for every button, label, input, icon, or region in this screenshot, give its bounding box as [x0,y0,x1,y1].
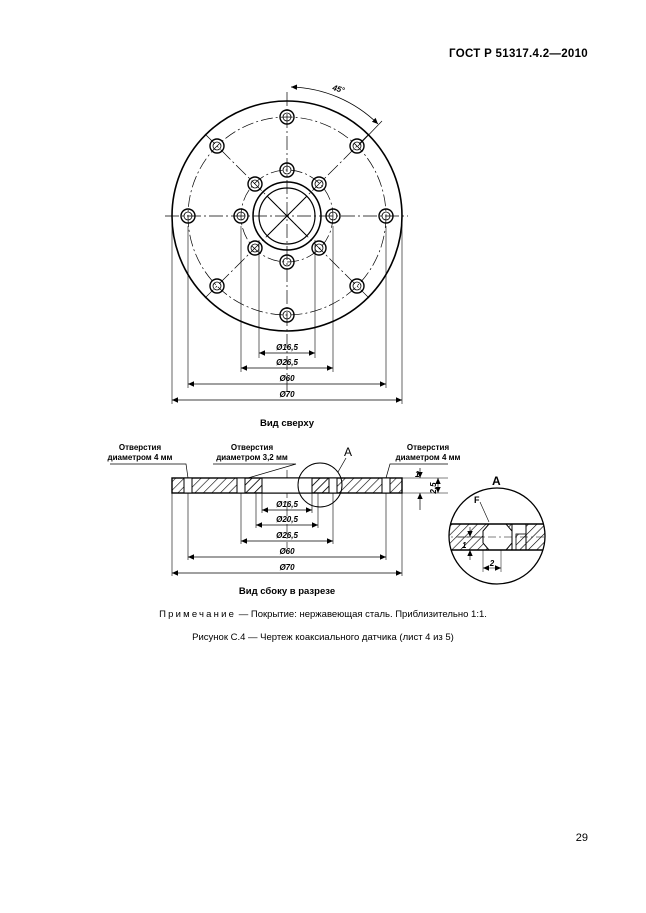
detail-label-f: F [474,495,480,505]
inner-hole-circle [240,169,334,263]
top-dim-label: Ø70 [279,390,295,399]
inner-hole [311,176,327,192]
outer-hole [279,307,295,323]
inner-hole [247,176,263,192]
note-lead: Примечание [159,609,237,620]
thickness-label: 2,5 [429,482,438,495]
callout-label: A [344,445,352,459]
hole-label: Отверстия [119,443,162,452]
section-hole [183,477,193,494]
top-dim-label: Ø60 [279,374,295,383]
center-ring-outer [252,181,322,251]
callout-circle [297,462,343,508]
section-dim-label: Ø70 [279,563,295,572]
hole-label: Отверстия [231,443,274,452]
detail-a [448,487,546,585]
section-hole [328,477,338,494]
section-hole [381,477,391,494]
outer-hole [349,138,365,154]
angle-dimension-arc [290,84,379,125]
section-gap [261,477,313,494]
section-hole [236,477,246,494]
section-dim-label: Ø20,5 [276,515,298,524]
inner-hole [325,208,341,224]
top-dim-label: Ø16,5 [276,343,298,352]
section-dim-label: Ø60 [279,547,295,556]
document-header: ГОСТ Р 51317.4.2—2010 [449,48,588,60]
figure-caption: Рисунок С.4 — Чертеж коаксиального датчи… [192,632,454,643]
hole-label: Отверстия [407,443,450,452]
outer-hole [209,278,225,294]
detail-dim-label: 2 [489,559,495,568]
section-center-ring [244,477,263,494]
hole-label: диаметром 4 мм [396,453,461,462]
thickness-label: 1 [415,470,420,479]
note-text: — Покрытие: нержавеющая сталь. Приблизит… [236,609,487,620]
section-view [110,457,448,576]
bolt-circle [187,116,387,316]
hole-label: диаметром 4 мм [108,453,173,462]
section-view-caption: Вид сбоку в разрезе [239,586,335,597]
outer-hole [349,278,365,294]
detail-dim-label: 1 [462,541,467,550]
top-view-caption: Вид сверху [260,418,315,429]
section-dim-label: Ø26,5 [276,531,298,540]
angle-label: 45° [331,83,347,95]
inner-hole [279,162,295,178]
section-dim-label: Ø16,5 [276,500,298,509]
outer-hole [378,208,394,224]
inner-hole [233,208,249,224]
center-ring-inner [258,187,316,245]
outer-hole [180,208,196,224]
outer-hole [209,138,225,154]
hole-label: диаметром 3,2 мм [216,453,288,462]
top-view [165,84,408,404]
section-center-ring [311,477,330,494]
detail-title: A [492,474,501,488]
page-number: 29 [575,832,588,844]
note: Примечание — Покрытие: нержавеющая сталь… [0,609,646,620]
inner-hole [279,254,295,270]
detail-circle [448,487,546,585]
top-dim-label: Ø26,5 [276,358,298,367]
